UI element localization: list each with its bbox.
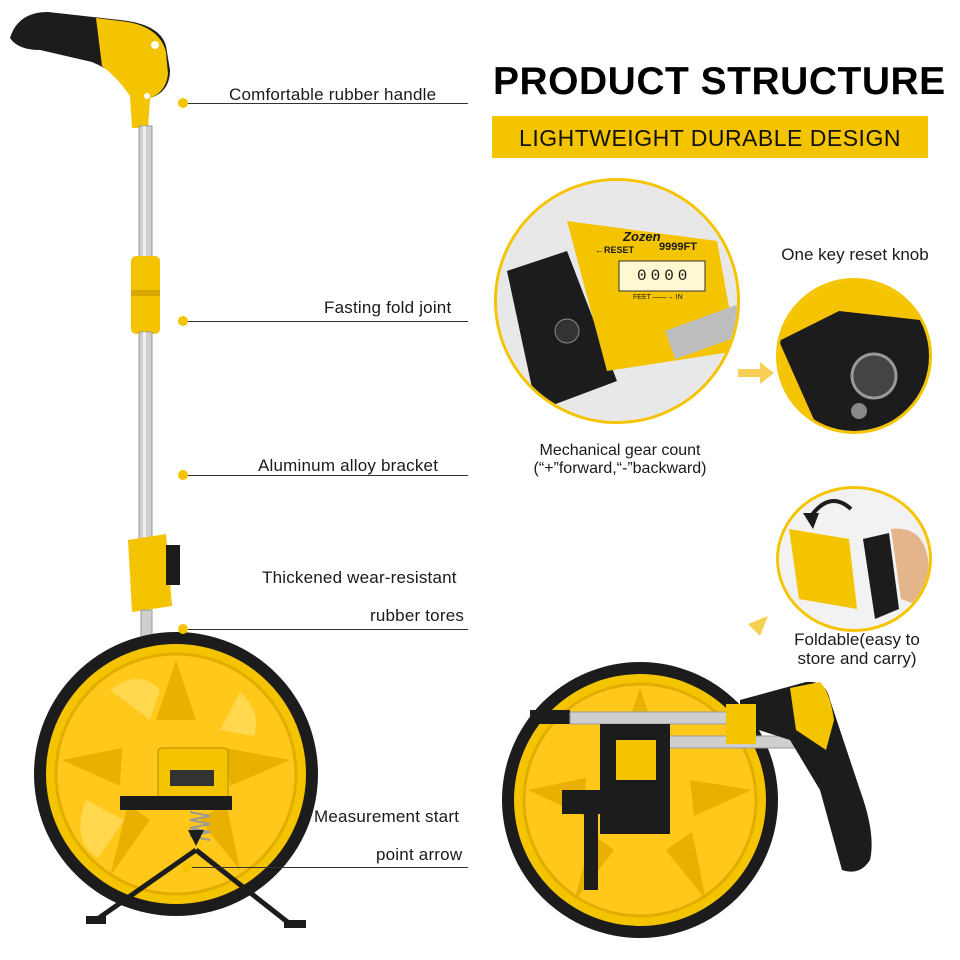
bracket-clip xyxy=(128,534,172,612)
callout-dot-bracket xyxy=(178,470,188,480)
callout-line-fold-joint xyxy=(188,321,468,322)
callout-fold-joint-label: Fasting fold joint xyxy=(324,298,452,317)
counter-caption-1: Mechanical gear count xyxy=(539,442,701,459)
counter-reset-label: ←RESET xyxy=(595,245,635,255)
fold-caption-2: store and carry) xyxy=(797,649,917,668)
page-subtitle: LIGHTWEIGHT DURABLE DESIGN xyxy=(519,125,901,151)
counter-detail-circle: ←RESET Zozen 9999FT 0000 FEET ——→ IN xyxy=(494,178,740,424)
base-plate xyxy=(120,796,232,810)
kickstand xyxy=(94,847,292,926)
callout-tires-label-2: rubber tores xyxy=(370,606,465,625)
callout-tires-label-1: Thickened wear-resistant xyxy=(262,568,457,587)
callout-start-label-2: point arrow xyxy=(376,845,463,864)
callout-dot-fold-joint xyxy=(178,316,188,326)
callout-line-tires xyxy=(188,629,468,630)
counter-units: FEET ——→ IN xyxy=(633,294,683,301)
callout-dot-tires xyxy=(178,624,188,634)
callout-dot-handle xyxy=(178,98,188,108)
arrow-up-right-icon xyxy=(736,616,768,648)
page-title: PRODUCT STRUCTURE xyxy=(493,60,946,103)
arrow-right-icon xyxy=(738,362,774,384)
counter-caption-2: (“+”forward,“-”backward) xyxy=(533,460,707,477)
fold-caption-1: Foldable(easy to xyxy=(794,630,920,649)
counter-brand: Zozen xyxy=(623,229,661,244)
handle-yellow-cap xyxy=(96,18,168,128)
measuring-wheel-illustration xyxy=(10,12,318,928)
wheel-spokes xyxy=(62,660,290,876)
reset-knob-circle xyxy=(776,278,932,434)
callout-line-handle xyxy=(188,103,468,104)
fold-detail-circle xyxy=(776,486,932,632)
start-arrow-icon xyxy=(188,830,204,846)
callout-start-label-1: Measurement start xyxy=(314,807,460,826)
counter-digits: 0000 xyxy=(637,267,692,285)
counter-range: 9999FT xyxy=(659,241,697,253)
subtitle-banner: LIGHTWEIGHT DURABLE DESIGN xyxy=(492,116,928,158)
callout-line-bracket xyxy=(188,475,468,476)
reset-caption: One key reset knob xyxy=(781,245,929,264)
callout-dot-start xyxy=(182,862,192,872)
callout-bracket-label: Aluminum alloy bracket xyxy=(258,456,439,475)
callout-handle-label: Comfortable rubber handle xyxy=(229,85,437,104)
folded-wheel-illustration xyxy=(502,662,872,938)
callout-line-start xyxy=(192,867,468,868)
folded-handle xyxy=(740,681,872,872)
